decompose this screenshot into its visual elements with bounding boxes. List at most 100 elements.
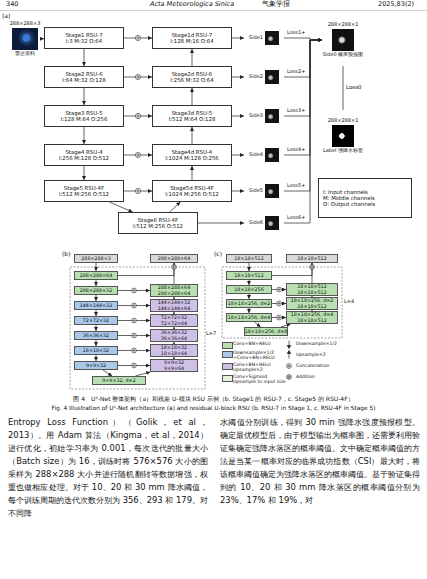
output-image [332, 125, 354, 147]
node-text: 18×18×256 [234, 287, 263, 293]
node-text: 36×36×64 [161, 336, 187, 342]
concat-symbols [132, 35, 292, 368]
label-map: 288×288×1Label 强降水标签 [322, 110, 364, 162]
conv-block: 288×288×64288×288×64 [150, 284, 198, 297]
legend-text: Concatenation [296, 363, 344, 368]
loss-tag: Loss3+ [287, 107, 305, 113]
output-image [12, 28, 38, 50]
conv-block: 288×288×3 [74, 254, 118, 263]
node-text: M: Middle channels [323, 195, 375, 201]
node-text: 9×9×64 [164, 366, 184, 372]
node-text: I:512 M:256 O:512 [59, 191, 109, 197]
rsu-stage-box: Stage3 RSU-5I:128 M:64 O:256 [44, 105, 124, 127]
connector [84, 49, 85, 66]
connector [198, 223, 244, 224]
conv-block: 288×288×64 [150, 254, 198, 263]
body-text: 水阈值分别训练，得到 30 min 强降水强度预报模型。确定最优模型后，由于模型… [220, 416, 420, 507]
node-text: Stage3d RSU-5 [172, 110, 213, 116]
node-text: 18×18×256, d=2 [228, 301, 271, 307]
conv-block: 18×18×51218×18×512 [286, 283, 338, 296]
node-text: 18×18×64 [161, 351, 187, 357]
conv-block: 72×72×3272×72×64 [150, 314, 198, 327]
connector [232, 77, 244, 78]
rsu-stage-box: Stage1 RSU-7I:3 M:32 O:64 [44, 27, 124, 49]
connector [284, 40, 322, 116]
legend-text: Downsample×1/2 +Conv+BN+RELU [233, 350, 287, 361]
connector [232, 116, 244, 117]
node-text: I:512 M:256 O:512 [133, 223, 183, 229]
legend-text: Conv+Sigmoid Upsample to input size [233, 374, 287, 385]
node-text: I:256 M:32 O:64 [170, 77, 213, 83]
rsu-stage-box: Stage3d RSU-5I:512 M:64 O:128 [152, 105, 232, 127]
conv-block: 72×72×32 [74, 316, 118, 325]
connector [192, 49, 193, 66]
connector [170, 202, 181, 212]
node-text: 18×18×512 [297, 318, 326, 324]
node-text: Stage2 RSU-6 [65, 71, 102, 77]
node-text: 144×144×64 [158, 306, 190, 312]
legend-swatch [222, 363, 233, 371]
node-text: 18×18×512 [234, 273, 263, 279]
node-text: Side4 [249, 152, 263, 158]
node-text: 9×9×32 [164, 360, 184, 366]
node-text: 144×144×32 [80, 303, 112, 309]
output-image [265, 70, 279, 84]
connector [284, 40, 322, 191]
conv-block: 9×9×32, d=2 [92, 376, 146, 385]
conv-block: 36×36×32 [74, 331, 118, 340]
side-output: Side2 [244, 68, 284, 86]
legend-text: Addition [296, 374, 344, 379]
connector [192, 166, 193, 180]
node-text: 18×18×256, d=4 [228, 315, 271, 321]
node-text: I:1024 M:256 O:512 [165, 191, 219, 197]
conv-block: 18×18×256 [226, 285, 272, 294]
legend-swatch [222, 351, 233, 359]
side-output: Side3 [244, 107, 284, 125]
node-text: Stage2d RSU-6 [172, 71, 213, 77]
output-image [332, 29, 354, 51]
journal-name-cn: 气象学报 [262, 1, 290, 9]
node-text: 18×18×32 [161, 345, 187, 351]
connector [284, 40, 322, 155]
node-text: 18×18×256, d=4 [291, 312, 334, 318]
legend-text: Upsample×2 [296, 352, 344, 357]
node-text: Side1 [249, 35, 263, 41]
connector [272, 263, 312, 276]
node-text: 18×18×512 [297, 304, 326, 310]
node-text: Side2 [249, 74, 263, 80]
legend-text: Downsample×1/2 [296, 341, 344, 346]
node-text: 18×18×256, d=8 [245, 329, 288, 335]
connector [343, 66, 344, 110]
radar-input: 288×288×3雷达资料 [8, 18, 42, 60]
output-image [265, 216, 279, 230]
node-text: Label 强降水标签 [323, 148, 363, 154]
legend-text: Conv+BN+RELU [233, 341, 287, 346]
node-text: Stage1 RSU-7 [65, 32, 102, 38]
node-text: I:1024 M:128 O:256 [165, 155, 219, 161]
node-text: I:512 M:64 O:128 [169, 116, 216, 122]
output-image [265, 148, 279, 162]
node-text: Stage6 RSU-4F [138, 217, 178, 223]
channel-key: I: Input channelsM: Middle channelsO: Ou… [318, 178, 412, 218]
header-rule [0, 10, 427, 11]
loss-tag: Loss6+ [287, 214, 305, 220]
rsu-stage-box: Stage2d RSU-6I:256 M:32 O:64 [152, 66, 232, 88]
issue-info: 2025,83(2) [378, 1, 414, 9]
node-text: 288×288×64 [158, 291, 190, 297]
node-text: 288×288×3 [10, 21, 41, 27]
connector [232, 155, 244, 156]
rsu7-frame [70, 267, 205, 389]
connector [109, 202, 132, 212]
node-text: 9×9×32, d=2 [102, 378, 135, 384]
node-text: 288×288×3 [81, 256, 110, 262]
node-text: Stage4 RSU-4 [65, 149, 102, 155]
node-text: 288×288×1 [328, 22, 359, 28]
legend-swatch [222, 342, 233, 350]
conv-block: 18×18×512 [286, 254, 338, 263]
conv-block: 144×144×32144×144×64 [150, 299, 198, 312]
conv-block: 144×144×32 [74, 301, 118, 310]
conv-block: 9×9×32 [74, 361, 118, 370]
node-text: I:256 M:128 O:512 [59, 155, 109, 161]
node-text: 72×72×64 [161, 321, 187, 327]
connector [192, 88, 193, 105]
